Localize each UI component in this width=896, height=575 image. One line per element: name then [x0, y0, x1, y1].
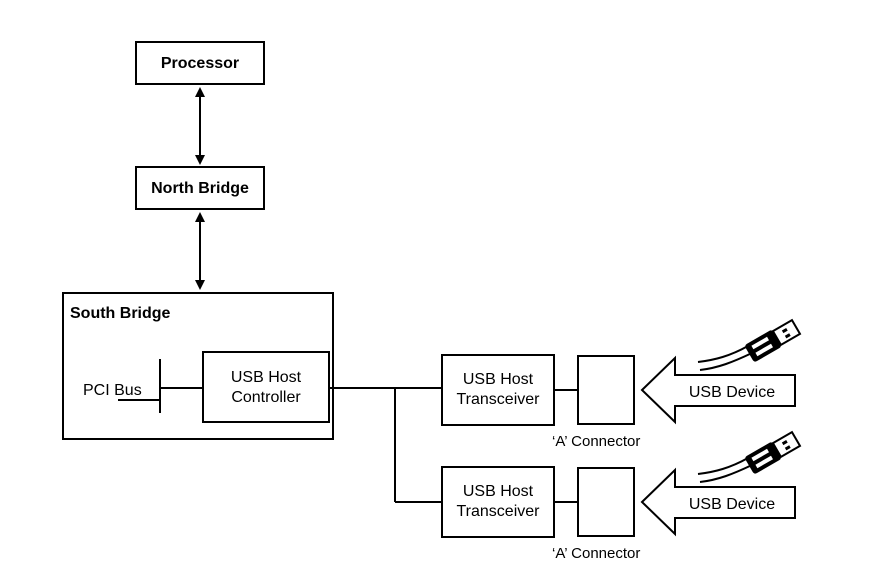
- connector-2-label: ‘A’ Connector: [552, 545, 640, 562]
- transceiver-2-line1: USB Host: [463, 483, 534, 500]
- usb-device-2: USB Device: [640, 467, 796, 537]
- transceiver-2-line2: Transceiver: [457, 503, 541, 520]
- transceiver-1-line1: USB Host: [463, 371, 534, 388]
- usb-device-1: USB Device: [640, 355, 796, 425]
- connector-1-label: ‘A’ Connector: [552, 433, 640, 450]
- processor-block: Processor: [135, 41, 265, 85]
- processor-label: Processor: [161, 55, 239, 72]
- a-connector-2: ‘A’ Connector: [552, 467, 640, 562]
- usb-device-1-label: USB Device: [689, 384, 775, 401]
- north-bridge-block: North Bridge: [135, 166, 265, 210]
- transceiver-1-line2: Transceiver: [457, 391, 541, 408]
- usb-plug-icon: [697, 430, 802, 483]
- usb-host-controller-line1: USB Host: [231, 369, 302, 386]
- south-bridge-label: South Bridge: [70, 305, 171, 322]
- usb-host-transceiver-2: USB Host Transceiver: [441, 466, 555, 538]
- usb-host-transceiver-1: USB Host Transceiver: [441, 354, 555, 426]
- north-bridge-label: North Bridge: [151, 180, 249, 197]
- usb-host-controller-line2: Controller: [231, 389, 301, 406]
- a-connector-1: ‘A’ Connector: [552, 355, 640, 450]
- usb-plug-icon: [697, 318, 802, 371]
- pci-bus-label: PCI Bus: [83, 382, 142, 399]
- usb-device-2-label: USB Device: [689, 496, 775, 513]
- usb-host-controller-block: USB Host Controller: [202, 351, 330, 423]
